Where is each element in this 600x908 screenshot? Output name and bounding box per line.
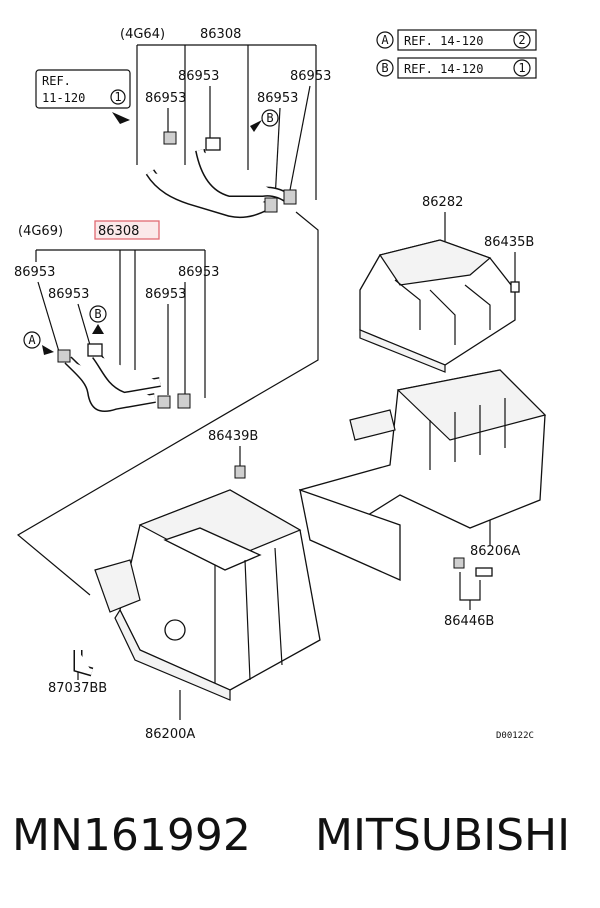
ref-a-circle	[376, 31, 394, 49]
label-4g64: (4G64)	[120, 27, 165, 42]
part-86446b-group: 86446B	[444, 557, 494, 629]
label-86953-h: 86953	[145, 287, 186, 302]
clamp-top-1	[163, 131, 177, 145]
label-86953-f: 86953	[178, 265, 219, 280]
leader-t6	[289, 85, 311, 191]
ref-b-letter: B	[381, 61, 388, 75]
clamp-top-3	[264, 197, 278, 213]
label-86953-g: 86953	[48, 287, 89, 302]
bolt-86439b	[234, 465, 246, 479]
label-86953-b: 86953	[290, 69, 331, 84]
part-86439b-group: 86439B	[208, 429, 258, 479]
clamp-bottom-4	[177, 393, 191, 409]
ref-a-letter: A	[381, 33, 389, 47]
label-4g69: (4G69)	[18, 224, 63, 239]
ref-a-box	[397, 29, 537, 51]
label-86446b: 86446B	[444, 614, 494, 629]
heater-actuator	[164, 619, 186, 641]
ref-b-text: REF. 14-120	[404, 62, 483, 76]
label-86308-bottom: 86308	[98, 224, 139, 239]
diagram-code: D00122C	[496, 731, 534, 741]
ref-b-num: 1	[518, 61, 525, 75]
part-86206a-group: 86206A	[298, 369, 547, 582]
marker-top-b: B	[266, 111, 273, 125]
label-86953-e: 86953	[14, 265, 55, 280]
clamp-bottom-1	[57, 349, 71, 363]
clamp-top-4	[283, 189, 297, 205]
clamp-top-2	[205, 137, 221, 151]
arrow-left-b	[92, 324, 104, 334]
label-87037bb: 87037BB	[48, 681, 107, 696]
ref-left-num: 1	[114, 90, 121, 104]
marker-left-b-circle	[89, 305, 107, 323]
top-hose-group: (4G64) 86308 86953 86953 86953 86953 B	[112, 27, 331, 218]
ref-left-num-circle	[110, 89, 126, 105]
footer-brand: MITSUBISHI	[315, 810, 571, 861]
screw-86446b-2	[475, 567, 493, 577]
marker-left-b: B	[94, 307, 101, 321]
blower-duct	[299, 489, 401, 582]
ref-b-group: B REF. 14-120 1	[376, 57, 537, 79]
ref-left-box	[35, 69, 131, 109]
label-86953-d: 86953	[257, 91, 298, 106]
ref-b-box	[397, 57, 537, 79]
footer-part-number: MN161992	[12, 810, 251, 861]
label-86308-top: 86308	[200, 27, 241, 42]
ref-b-circle	[376, 59, 394, 77]
clamp-bottom-3	[157, 395, 171, 409]
marker-left-a-circle	[23, 331, 41, 349]
label-86282: 86282	[422, 195, 463, 210]
ref-left-line1: REF.	[42, 74, 71, 88]
screw-86435b	[510, 281, 520, 293]
marker-left-a: A	[28, 333, 36, 347]
label-86439b: 86439B	[208, 429, 258, 444]
part-86282-group: 86282 86435B	[359, 195, 534, 373]
label-86435b: 86435B	[484, 235, 534, 250]
lower-hose-group: (4G69) 86308 86953 86953 86953 86953 A B	[14, 220, 219, 413]
connector-line-top	[16, 211, 319, 596]
ref-a-group: A REF. 14-120 2	[376, 29, 537, 51]
arrow-top-b	[250, 120, 262, 132]
arrow-left-a	[42, 345, 54, 355]
screw-86446b-1	[453, 557, 465, 569]
label-86200a: 86200A	[145, 727, 195, 742]
ref-left-line2: 11-120	[42, 91, 85, 105]
leader-t8	[274, 107, 281, 201]
heater-inlet	[94, 559, 141, 613]
ref-b-num-circle	[513, 59, 531, 77]
ref-a-text: REF. 14-120	[404, 34, 483, 48]
highlight-86308	[94, 220, 160, 240]
clamp-bottom-2	[87, 343, 103, 357]
label-86206a: 86206A	[470, 544, 520, 559]
part-87037bb-group: 87037BB	[48, 650, 107, 696]
part-86200a-group: 86200A	[94, 489, 321, 742]
arrow-top-left	[112, 112, 130, 124]
label-86953-a: 86953	[178, 69, 219, 84]
footer: MN161992 MITSUBISHI	[0, 800, 600, 880]
ref-a-num: 2	[518, 33, 525, 47]
ref-left-group: REF. 11-120 1	[35, 69, 131, 109]
label-86953-c: 86953	[145, 91, 186, 106]
ref-a-num-circle	[513, 31, 531, 49]
marker-top-b-circle	[261, 109, 279, 127]
